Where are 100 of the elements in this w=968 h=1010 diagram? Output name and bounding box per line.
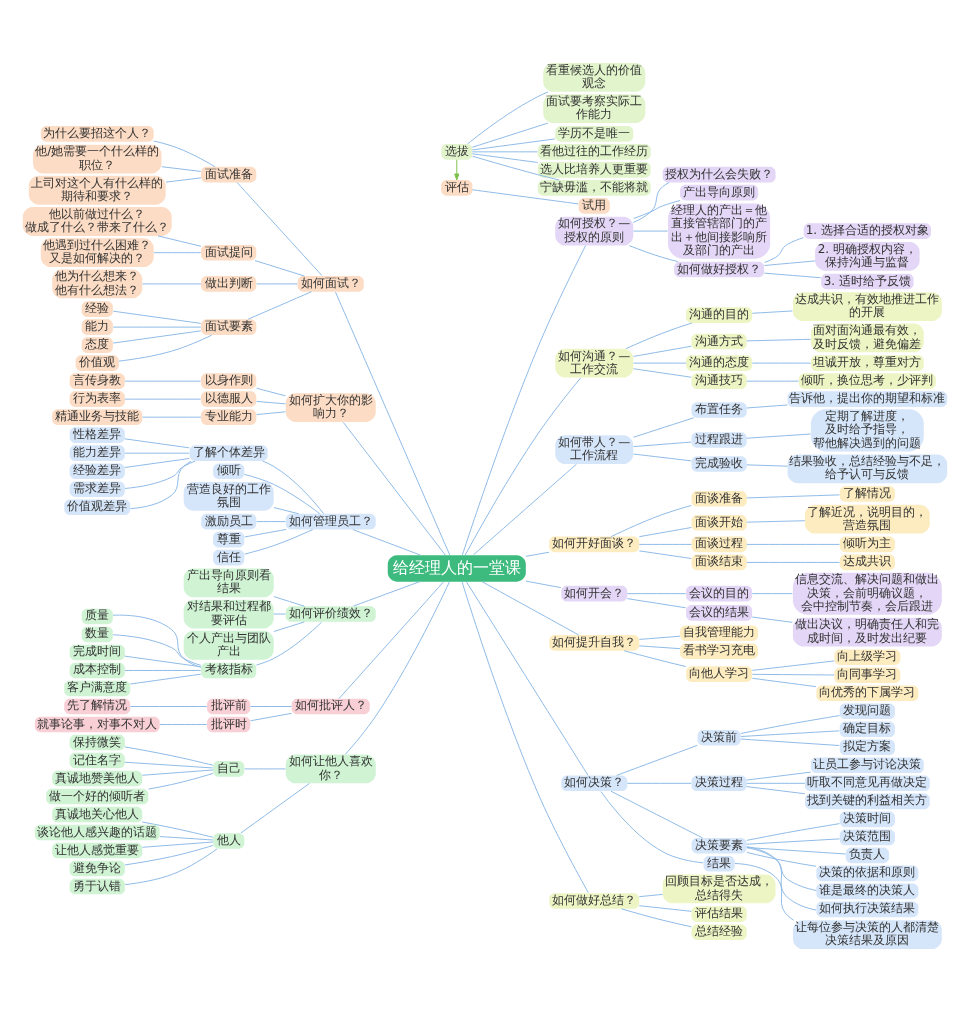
- connector: [632, 361, 686, 363]
- connector: [123, 847, 217, 885]
- connector: [745, 337, 811, 341]
- arrow: [453, 158, 459, 180]
- connector: [739, 737, 839, 745]
- connector: [632, 367, 691, 377]
- connector: [632, 452, 691, 461]
- connector: [466, 90, 548, 144]
- connector: [334, 290, 450, 555]
- connector: [625, 781, 691, 783]
- connector: [351, 528, 420, 555]
- connector: [627, 244, 678, 262]
- connector: [624, 321, 692, 349]
- connector: [243, 527, 286, 537]
- connector: [123, 457, 189, 467]
- connector: [470, 188, 578, 204]
- connector: [524, 579, 561, 588]
- connector: [123, 745, 213, 765]
- connector: [750, 309, 792, 313]
- connector: [243, 767, 285, 769]
- connector: [128, 672, 201, 684]
- connector: [745, 519, 805, 522]
- connector: [632, 199, 680, 218]
- connector: [123, 459, 195, 488]
- connector: [249, 711, 292, 721]
- connector: [524, 550, 549, 556]
- connector: [637, 634, 680, 639]
- connector: [763, 271, 821, 278]
- connector: [632, 344, 691, 356]
- connector: [246, 290, 311, 319]
- connector: [470, 121, 548, 147]
- connector: [750, 615, 792, 622]
- connector: [141, 282, 201, 284]
- connector: [609, 789, 702, 838]
- connector: [158, 835, 213, 840]
- connector: [745, 845, 816, 910]
- connector: [147, 772, 213, 789]
- connector: [261, 459, 324, 514]
- connector: [470, 150, 537, 152]
- connector: [745, 822, 840, 840]
- connector: [235, 181, 322, 275]
- connector: [599, 790, 703, 863]
- connector: [243, 528, 313, 554]
- connector: [343, 580, 449, 754]
- connector: [745, 432, 811, 438]
- connector: [471, 154, 559, 180]
- connector: [631, 181, 669, 222]
- connector: [470, 137, 555, 150]
- connector: [272, 506, 299, 514]
- connector: [739, 714, 840, 733]
- connector: [141, 768, 213, 775]
- connector: [117, 333, 212, 361]
- connector: [750, 659, 834, 670]
- connector: [745, 785, 805, 794]
- connector: [625, 597, 686, 608]
- connector: [637, 549, 691, 558]
- connector: [164, 176, 201, 182]
- connector: [745, 850, 816, 866]
- connector: [609, 504, 691, 537]
- connector: [750, 592, 792, 594]
- connector: [763, 259, 815, 265]
- connector: [745, 837, 839, 844]
- connector: [745, 493, 839, 498]
- connector: [463, 376, 581, 555]
- connector: [255, 410, 285, 415]
- connector: [750, 672, 834, 675]
- connector: [128, 459, 191, 509]
- connector: [111, 613, 201, 667]
- connector: [111, 325, 201, 327]
- connector: [156, 234, 201, 246]
- connector: [123, 654, 201, 667]
- connector: [480, 580, 579, 635]
- connector: [763, 236, 803, 262]
- connector: [272, 595, 304, 606]
- connector: [272, 620, 304, 631]
- connector: [152, 251, 201, 253]
- connector: [123, 844, 213, 865]
- connector: [123, 669, 201, 670]
- connector: [472, 462, 576, 555]
- connector: [253, 259, 304, 276]
- connector: [460, 244, 586, 555]
- connector: [464, 580, 588, 775]
- connector: [111, 309, 201, 323]
- connector: [460, 580, 588, 893]
- connector: [745, 542, 839, 544]
- connector: [637, 644, 680, 649]
- connector: [637, 526, 691, 537]
- connector: [637, 542, 691, 544]
- connector: [625, 592, 686, 594]
- connector: [620, 907, 691, 927]
- connector: [123, 379, 201, 381]
- connector: [123, 437, 189, 448]
- connector: [255, 282, 297, 284]
- connector: [158, 723, 207, 724]
- connector: [745, 403, 787, 408]
- connector: [622, 649, 686, 666]
- connector: [337, 580, 443, 699]
- connector: [750, 361, 811, 363]
- connector: [745, 846, 816, 890]
- connector: [750, 676, 816, 687]
